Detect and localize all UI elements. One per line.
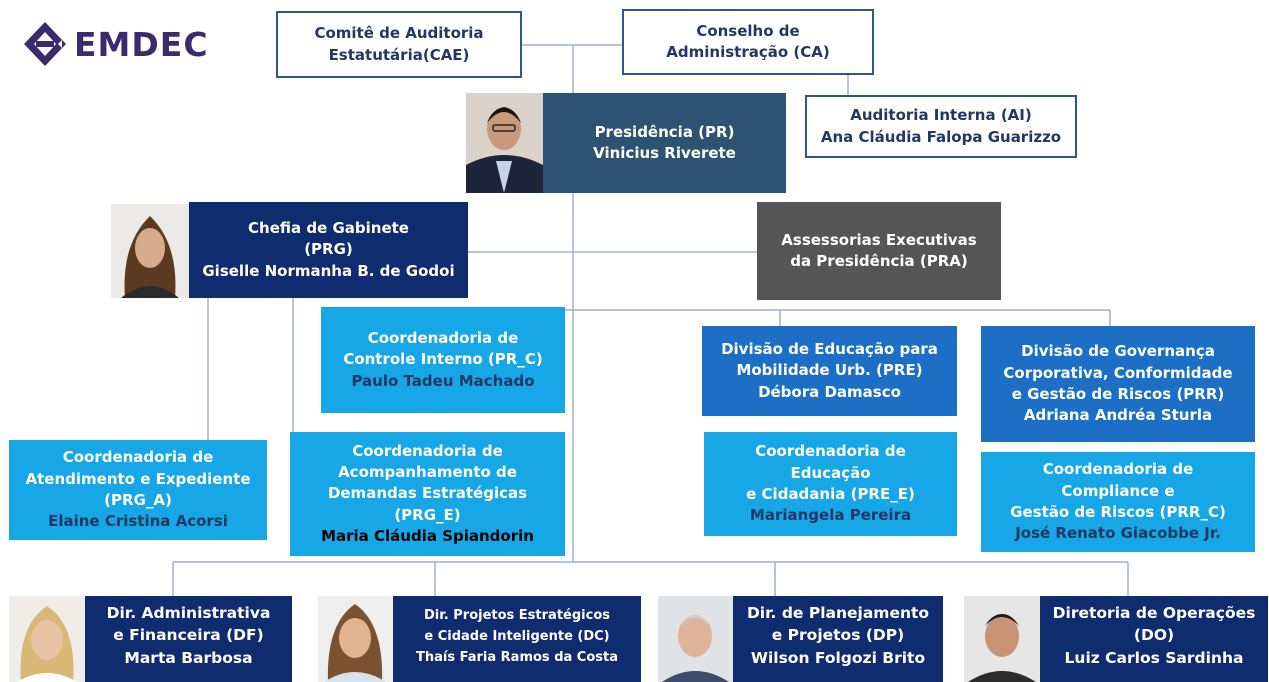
prc-line1: Coordenadoria de — [367, 329, 519, 348]
pree-line1: Coordenadoria de — [755, 442, 906, 461]
do-person: Luiz Carlos Sardinha — [1064, 648, 1244, 667]
pra-line1: Assessorias Executivas — [781, 230, 977, 249]
pre-line1: Divisão de Educação para — [721, 340, 938, 359]
prge-line1: Coordenadoria de — [352, 441, 503, 460]
box-prc: Coordenadoria de Controle Interno (PR_C)… — [321, 307, 565, 413]
prg-photo — [111, 204, 189, 298]
prge-line3: Demandas Estratégicas — [327, 484, 528, 503]
box-pree: Coordenadoria de Educação e Cidadania (P… — [704, 432, 957, 536]
prga-line3: (PRG_A) — [104, 491, 172, 509]
box-ca: Conselho de Administração (CA) — [622, 9, 874, 75]
do-photo — [964, 596, 1040, 682]
df-line1: Dir. Administrativa — [106, 604, 271, 622]
box-pra: Assessorias Executivas da Presidência (P… — [757, 202, 1001, 300]
df-photo — [9, 596, 85, 682]
dc-photo — [318, 596, 393, 682]
do-line1: Diretoria de Operações — [1052, 604, 1256, 622]
dp-person: Wilson Folgozi Brito — [750, 648, 926, 667]
pr-line2: Vinicius Riverete — [593, 144, 736, 162]
do-line2: (DO) — [1133, 626, 1175, 645]
prga-person: Elaine Cristina Acorsi — [48, 512, 228, 531]
prr-line2: Corporativa, Conformidade — [1003, 363, 1233, 382]
prg-line1: Chefia de Gabinete — [248, 219, 409, 238]
dc-line2: e Cidade Inteligente (DC) — [424, 628, 610, 644]
dp-line2: e Projetos (DP) — [771, 626, 905, 645]
prga-line1: Coordenadoria de — [62, 448, 214, 467]
ca-line1: Conselho de — [696, 21, 800, 40]
ai-line2: Ana Cláudia Falopa Guarizzo — [820, 127, 1062, 146]
dp-line1: Dir. de Planejamento — [746, 604, 930, 622]
person-silhouette-icon — [658, 596, 733, 682]
box-pr: Presidência (PR) Vinicius Riverete — [543, 93, 786, 193]
box-dp: Dir. de Planejamento e Projetos (DP) Wil… — [733, 596, 943, 682]
df-line2: e Financeira (DF) — [113, 626, 264, 645]
prrc-line3: Gestão de Riscos (PRR_C) — [1010, 503, 1226, 521]
df-person: Marta Barbosa — [124, 648, 253, 667]
pr-photo — [466, 93, 543, 193]
cae-line2: Estatutária(CAE) — [328, 45, 470, 64]
emdec-logo: EMDEC — [22, 20, 209, 68]
prg-line3: Giselle Normanha B. de Godoi — [202, 261, 455, 280]
pre-person: Débora Damasco — [758, 382, 901, 401]
prga-line2: Atendimento e Expediente — [25, 469, 251, 488]
person-silhouette-icon — [318, 596, 393, 682]
logo-text: EMDEC — [74, 24, 209, 64]
pree-line2: Educação — [790, 463, 871, 482]
prge-person: Maria Cláudia Spiandorin — [321, 526, 534, 545]
prc-person: Paulo Tadeu Machado — [351, 371, 535, 390]
prge-line2: Acompanhamento de — [338, 463, 517, 482]
prge-line4: (PRG_E) — [394, 505, 461, 524]
box-prr: Divisão de Governança Corporativa, Confo… — [981, 326, 1255, 442]
prrc-line2: Compliance e — [1061, 481, 1175, 500]
prr-line1: Divisão de Governança — [1021, 342, 1215, 361]
box-prrc: Coordenadoria de Compliance e Gestão de … — [981, 452, 1255, 552]
box-cae: Comitê de Auditoria Estatutária(CAE) — [276, 11, 522, 78]
person-silhouette-icon — [466, 93, 543, 193]
box-ai: Auditoria Interna (AI) Ana Cláudia Falop… — [805, 95, 1077, 158]
box-dc: Dir. Projetos Estratégicos e Cidade Inte… — [393, 596, 641, 682]
box-df: Dir. Administrativa e Financeira (DF) Ma… — [85, 596, 292, 682]
box-prga: Coordenadoria de Atendimento e Expedient… — [9, 440, 267, 540]
person-silhouette-icon — [964, 596, 1040, 682]
prc-line2: Controle Interno (PR_C) — [343, 350, 543, 369]
prg-line2: (PRG) — [304, 240, 353, 259]
box-do: Diretoria de Operações (DO) Luiz Carlos … — [1040, 596, 1268, 682]
person-silhouette-icon — [111, 204, 189, 298]
box-prg: Chefia de Gabinete (PRG) Giselle Normanh… — [189, 202, 468, 298]
pre-line2: Mobilidade Urb. (PRE) — [736, 361, 923, 380]
pr-line1: Presidência (PR) — [594, 122, 735, 141]
person-silhouette-icon — [9, 596, 85, 682]
dp-photo — [658, 596, 733, 682]
dc-person: Thaís Faria Ramos da Costa — [416, 649, 618, 665]
prr-line3: e Gestão de Riscos (PRR) — [1011, 385, 1225, 403]
prrc-person: José Renato Giacobbe Jr. — [1015, 524, 1221, 543]
box-prge: Coordenadoria de Acompanhamento de Deman… — [290, 432, 565, 556]
cae-line1: Comitê de Auditoria — [314, 24, 484, 43]
pra-line2: da Presidência (PRA) — [790, 252, 968, 270]
pree-person: Mariangela Pereira — [749, 506, 912, 525]
box-pre: Divisão de Educação para Mobilidade Urb.… — [702, 326, 957, 416]
ai-line1: Auditoria Interna (AI) — [850, 106, 1032, 125]
dc-line1: Dir. Projetos Estratégicos — [423, 608, 610, 623]
ca-line2: Administração (CA) — [666, 43, 830, 61]
prrc-line1: Coordenadoria de — [1042, 460, 1194, 479]
pree-line3: e Cidadania (PRE_E) — [746, 485, 915, 503]
emdec-diamond-logo-icon — [24, 22, 66, 66]
prr-person: Adriana Andréa Sturla — [1023, 406, 1213, 425]
